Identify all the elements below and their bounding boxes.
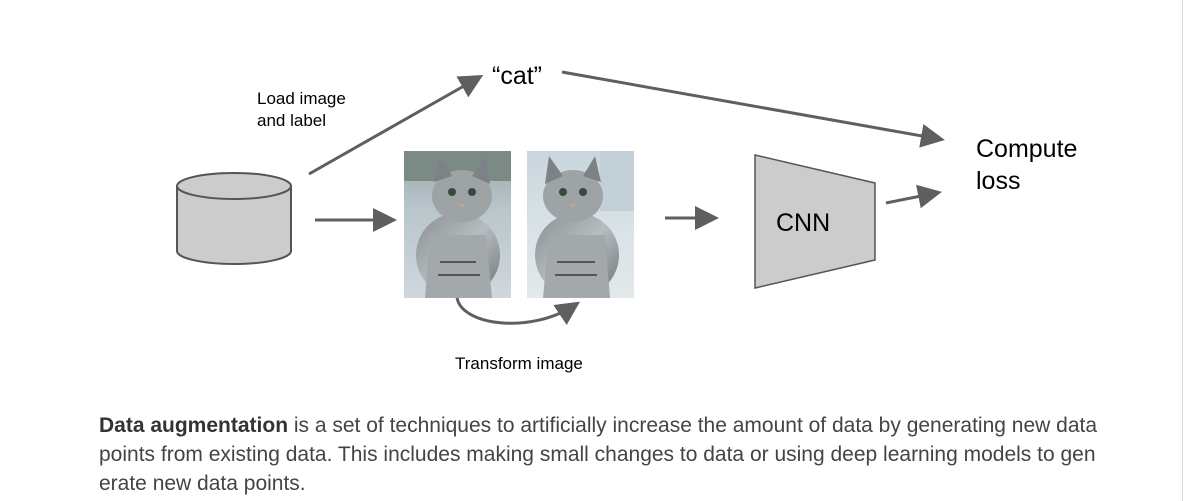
arrow-transform — [455, 296, 580, 325]
caption-text: is a set of techniques to artificially i… — [99, 414, 1098, 495]
arrow-cnn-to-loss — [885, 184, 942, 209]
page-edge-divider — [1182, 0, 1183, 501]
arrow-load-to-label — [308, 75, 484, 176]
compute-loss-label: Compute loss — [976, 135, 1078, 195]
cat-image-flipped — [527, 151, 634, 298]
cnn-block — [754, 154, 876, 289]
class-label-text: “cat” — [492, 62, 542, 90]
caption-paragraph: Data augmentation is a set of techniques… — [99, 411, 1099, 498]
cat-image-original — [404, 151, 511, 298]
caption-bold-term: Data augmentation — [99, 414, 289, 437]
load-image-label: Load image and label — [257, 89, 346, 130]
cnn-label: CNN — [776, 209, 831, 237]
arrow-label-to-loss — [561, 70, 945, 148]
transform-image-label: Transform image — [455, 354, 583, 373]
database-icon — [176, 172, 292, 265]
